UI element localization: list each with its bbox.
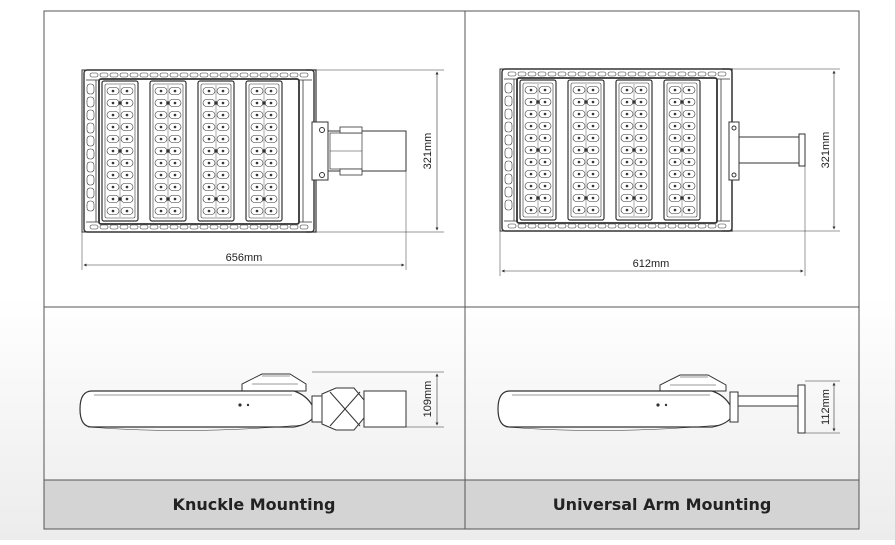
universal-top-height-label: 321mm xyxy=(820,132,832,169)
knuckle-side-height-label: 109mm xyxy=(422,381,434,418)
universal-top-view: 321mm 612mm xyxy=(499,69,840,276)
knuckle-top-width-label: 656mm xyxy=(226,252,263,264)
universal-side-view: 112mm xyxy=(497,374,840,434)
universal-arm-mounting-caption: Universal Arm Mounting xyxy=(552,495,772,514)
caption-band xyxy=(44,480,859,529)
knuckle-top-height-label: 321mm xyxy=(422,133,434,170)
knuckle-side-view: 109mm xyxy=(79,371,444,432)
knuckle-mounting-caption: Knuckle Mounting xyxy=(172,495,336,514)
universal-top-width-label: 612mm xyxy=(633,258,670,270)
knuckle-top-view: 321mm 656mm xyxy=(81,70,444,270)
outer-frame xyxy=(43,10,860,530)
universal-side-height-label: 112mm xyxy=(820,389,832,425)
